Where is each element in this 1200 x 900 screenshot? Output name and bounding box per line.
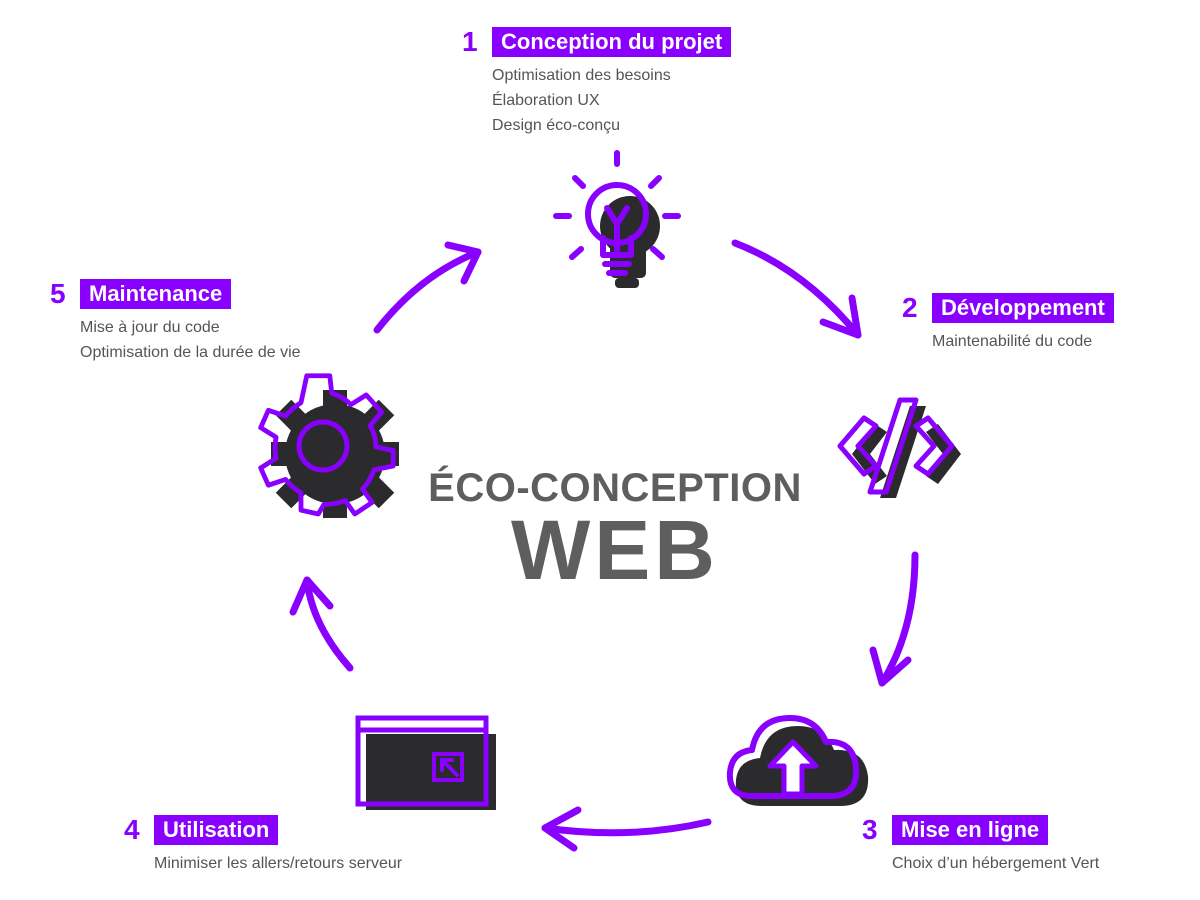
step-number: 3: [862, 814, 878, 845]
step-number: 4: [124, 814, 140, 845]
lightbulb-icon: [553, 150, 681, 288]
arrow-4-to-5: [289, 576, 354, 672]
browser-window-icon: [355, 715, 496, 810]
step-4-utilisation: 4 Utilisation Minimiser les allers/retou…: [124, 815, 402, 876]
gear-icon: [258, 373, 399, 518]
step-label: Conception du projet: [492, 27, 732, 57]
step-number: 2: [902, 292, 918, 323]
step-number: 5: [50, 278, 66, 309]
arrow-2-to-3: [869, 551, 919, 687]
step-item: Choix d’un hébergement Vert: [892, 855, 1100, 872]
step-2-developpement: 2 Développement Maintenabilité du code: [902, 293, 1114, 354]
diagram-title: ÉCO-CONCEPTION WEB: [405, 466, 825, 597]
cloud-upload-icon: [726, 715, 869, 806]
step-item: Minimiser les allers/retours serveur: [154, 855, 403, 872]
step-number: 1: [462, 26, 478, 57]
step-item: Élaboration UX: [492, 92, 600, 109]
step-item: Design éco-conçu: [492, 117, 621, 134]
arrow-3-to-4: [541, 806, 712, 852]
step-1-conception: 1 Conception du projet Optimisation des …: [462, 26, 732, 138]
step-3-mise-en-ligne: 3 Mise en ligne Choix d’un hébergement V…: [862, 815, 1099, 876]
step-5-maintenance: 5 Maintenance Mise à jour du code Optimi…: [50, 279, 301, 365]
code-icon: [837, 397, 961, 498]
title-line-1: ÉCO-CONCEPTION: [428, 466, 802, 510]
step-label: Développement: [932, 293, 1114, 323]
step-item: Optimisation des besoins: [492, 67, 671, 84]
arrow-1-to-2: [731, 239, 862, 339]
step-item: Mise à jour du code: [80, 319, 220, 336]
step-label: Maintenance: [80, 279, 232, 309]
arrow-5-to-1: [373, 241, 482, 334]
step-label: Utilisation: [154, 815, 279, 845]
step-item: Optimisation de la durée de vie: [80, 344, 301, 361]
step-item: Maintenabilité du code: [932, 333, 1093, 350]
step-label: Mise en ligne: [892, 815, 1049, 845]
title-line-2: WEB: [511, 503, 719, 597]
